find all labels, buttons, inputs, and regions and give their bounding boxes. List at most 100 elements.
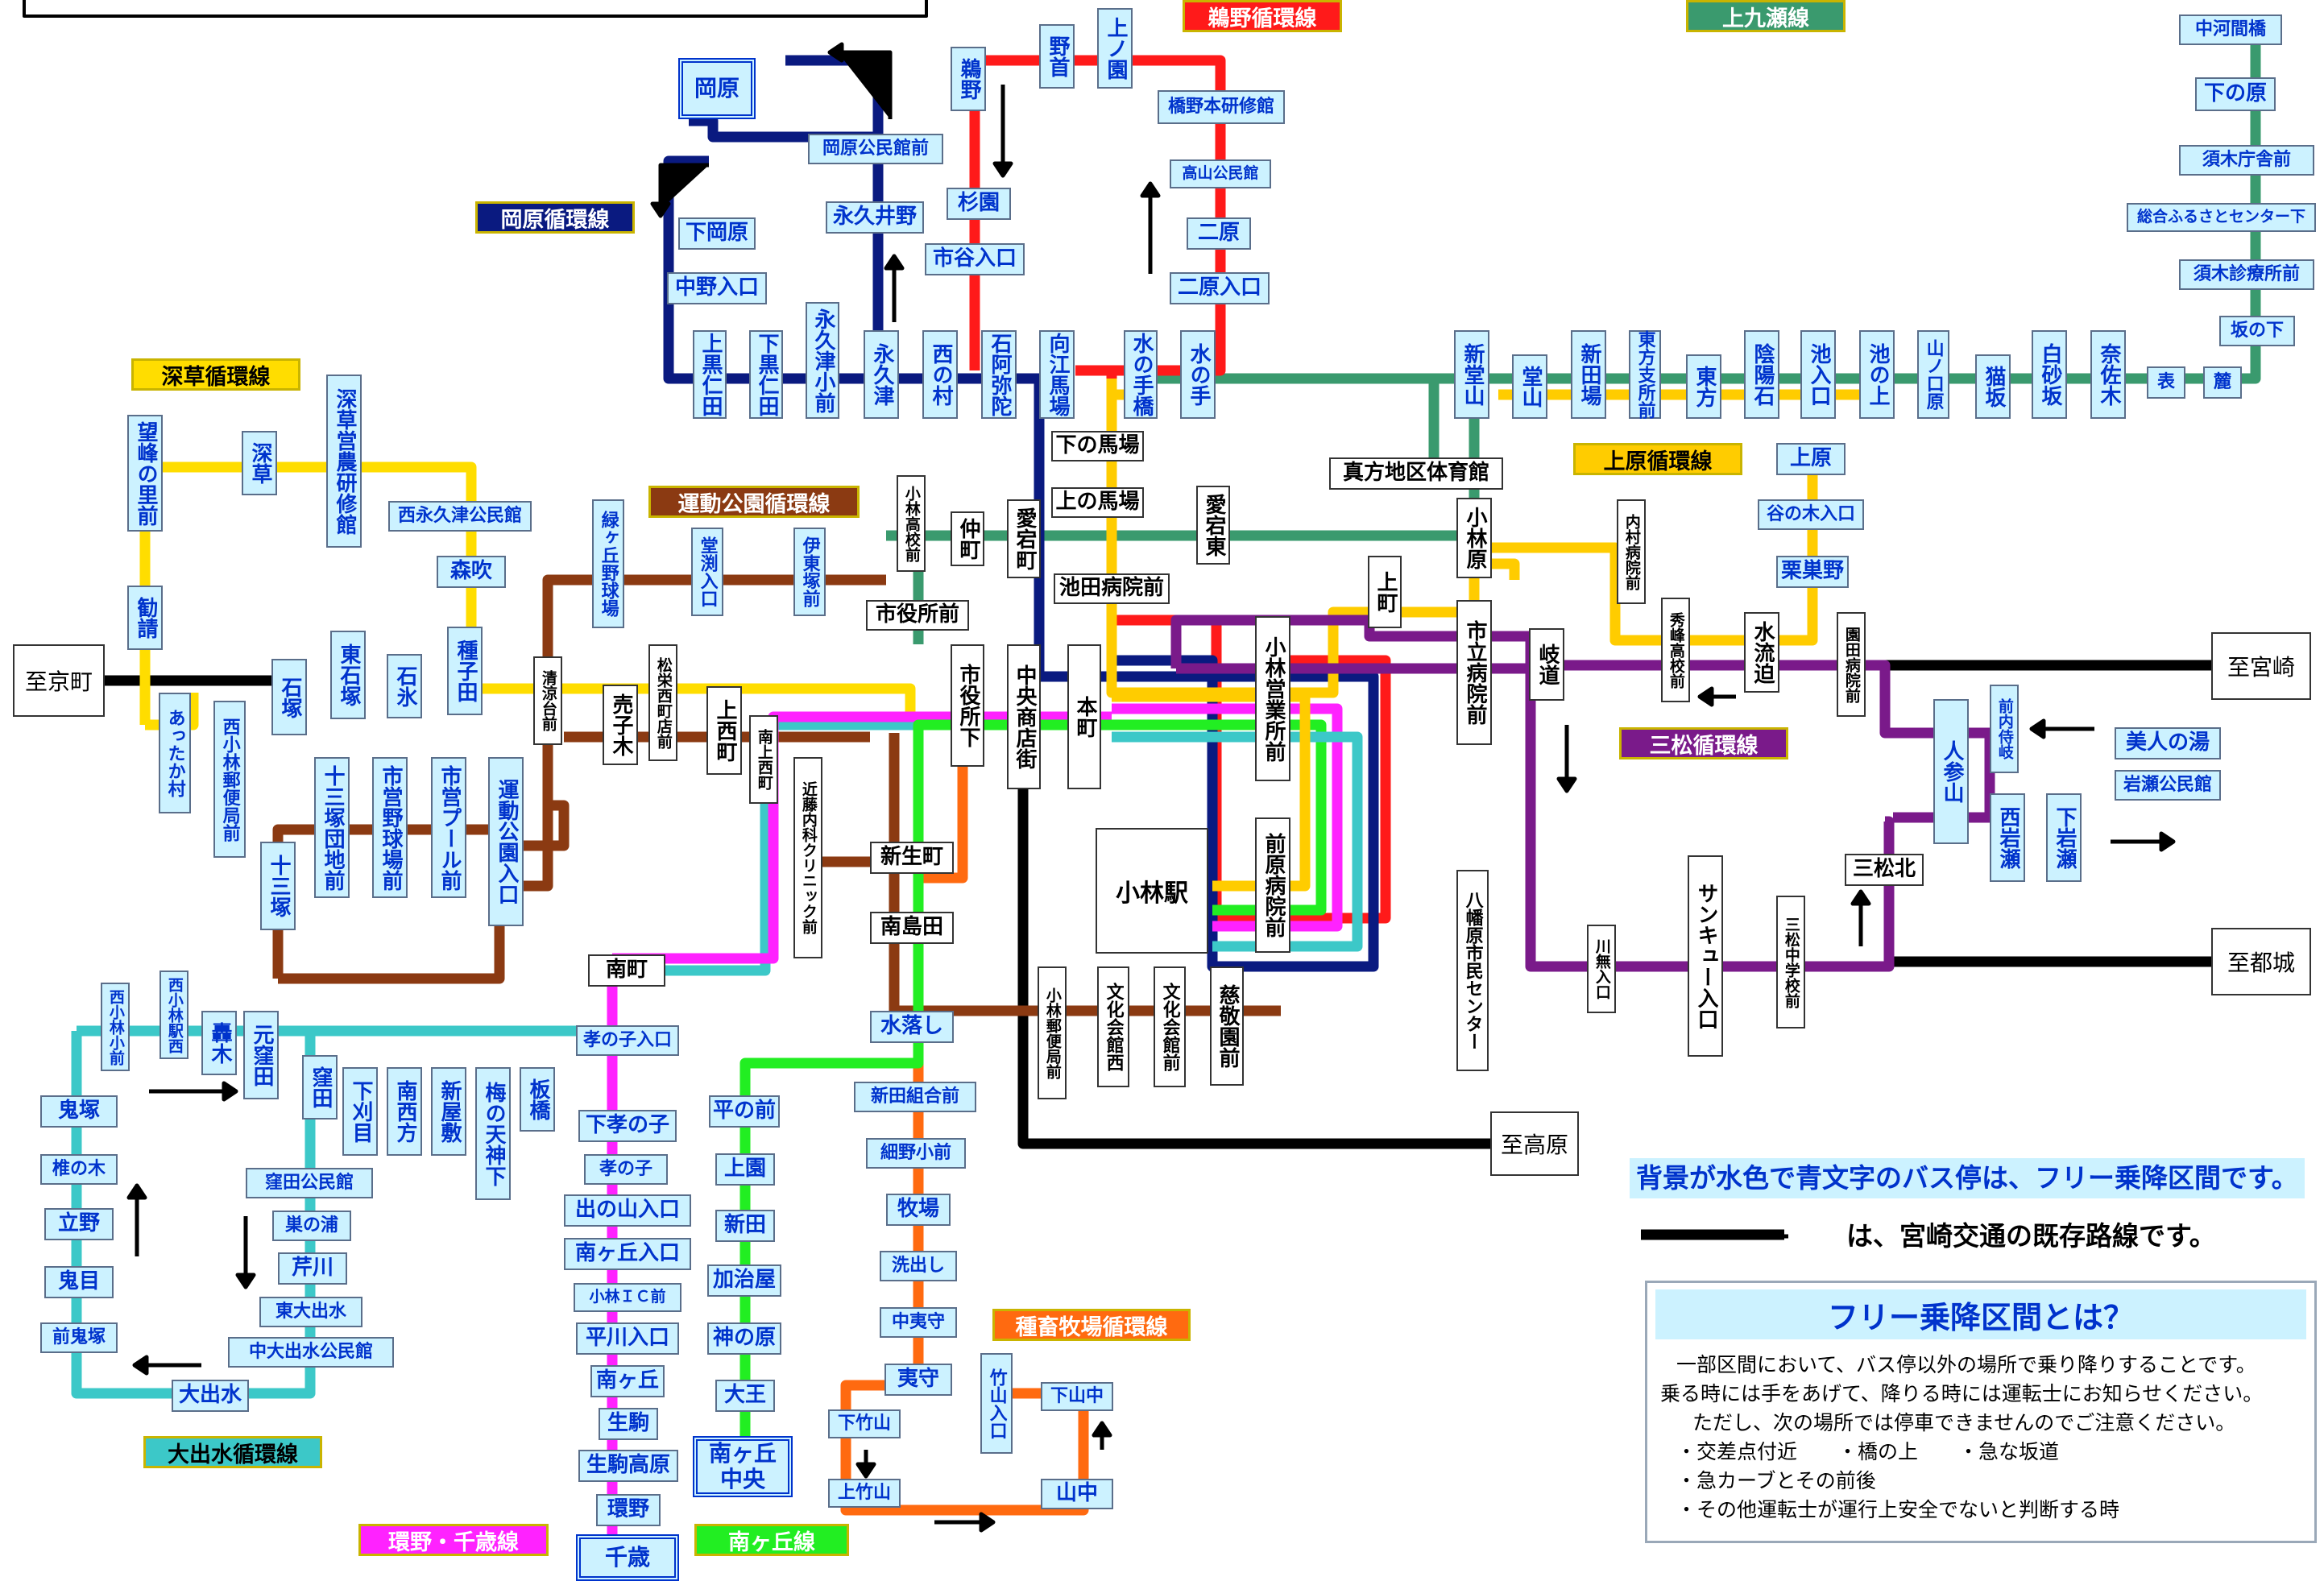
stop-shimokarime: 下刈目 xyxy=(342,1067,378,1156)
stop-nishinomura: 西の村 xyxy=(922,330,958,419)
stop-ichiya-iriguchi: 市谷入口 xyxy=(925,243,1025,275)
stop-omote: 表 xyxy=(2147,366,2185,399)
stop-kunoki: 椎の木 xyxy=(40,1154,118,1185)
stop-minamigaoka-iriguchi: 南ヶ丘入口 xyxy=(564,1238,691,1270)
stop-umenotenjinshita: 梅の天神下 xyxy=(475,1067,511,1200)
stop-unno: 鵜野 xyxy=(951,47,986,111)
stop-nishikobayashi-ekinishi: 西小林駅西 xyxy=(159,971,188,1059)
stop-shiritsu-byoin: 市立病院前 xyxy=(1456,600,1492,745)
stop-higashi-oodemizu: 東大出水 xyxy=(259,1297,362,1327)
stop-naka-oodemizu-kominkan: 中大出水公民館 xyxy=(228,1337,394,1368)
stop-motokubota: 元窪田 xyxy=(243,1011,279,1099)
stop-hitosanyama: 人参山 xyxy=(1933,699,1969,844)
stop-shiyakusho-mae: 市役所前 xyxy=(866,600,969,631)
stop-nagakuino: 永久井野 xyxy=(826,201,924,234)
stop-uchida-byoin: 内村病院前 xyxy=(1617,499,1646,604)
stop-uehara: 上原 xyxy=(1776,443,1846,475)
stop-minaminishikata: 南西方 xyxy=(387,1067,422,1156)
stop-yamanokuchibaru: 山ノ口原 xyxy=(1917,330,1949,419)
stop-nihara-iriguchi: 二原入口 xyxy=(1170,272,1270,304)
stop-tamano: 環野 xyxy=(596,1494,661,1526)
stop-oodemizu: 大出水 xyxy=(172,1380,249,1412)
stop-ishiamidaa: 石阿弥陀 xyxy=(981,330,1017,419)
stop-kaminoso: 上ノ園 xyxy=(1097,8,1133,89)
stop-kobayashihara: 小林原 xyxy=(1456,498,1492,578)
stop-shinden-kumiai: 新田組合前 xyxy=(854,1082,976,1112)
stop-attakamura: あったか村 xyxy=(159,693,191,813)
stop-mimatsu-chugakko: 三松中学校前 xyxy=(1776,896,1805,1028)
stop-shinyashiki: 新屋敷 xyxy=(431,1067,466,1156)
stop-nakagomabashi: 中河間橋 xyxy=(2179,14,2282,45)
stop-minamigaoka-chuo: 南ヶ丘中央 xyxy=(693,1436,793,1497)
stop-oou: 大王 xyxy=(715,1380,775,1412)
stop-onizuka: 鬼塚 xyxy=(40,1095,118,1128)
stop-araidashi: 洗出し xyxy=(880,1251,957,1281)
stop-kanjo: 勧請 xyxy=(127,586,163,650)
stop-kaminishimachi: 上西町 xyxy=(706,686,742,775)
dest-kyomachi: 至京町 xyxy=(13,644,105,717)
stop-minamikaminishimachi: 南上西町 xyxy=(749,715,778,804)
stop-chuo-shotengai: 中央商店街 xyxy=(1007,644,1041,789)
stop-matsue-nishimachi: 松栄西町店前 xyxy=(648,644,677,761)
route-label-shukuchiku: 種畜牧場循環線 xyxy=(992,1309,1191,1341)
stop-midorigaoka-yakyujo: 緑ヶ丘野球場 xyxy=(592,499,624,628)
route-label-mimatsu: 三松循環線 xyxy=(1619,727,1788,759)
stop-higashi-ishizuka: 東石塚 xyxy=(330,631,366,719)
stop-nasagi: 奈佐木 xyxy=(2090,330,2126,419)
route-label-minamigaoka: 南ヶ丘線 xyxy=(694,1524,849,1556)
stop-hosono-shomae: 細野小前 xyxy=(866,1138,966,1169)
stop-shinden: 新田 xyxy=(715,1210,775,1242)
stop-nishiiwase: 西岩瀬 xyxy=(1990,793,2025,882)
dest-miyakonojo: 至都城 xyxy=(2211,928,2311,995)
kobayashi-station: 小林駅 xyxy=(1096,828,1208,954)
stop-shintaba: 新田場 xyxy=(1571,330,1606,419)
jouhara-loop xyxy=(1106,379,1877,698)
route-label-jouhara: 上原循環線 xyxy=(1573,443,1742,475)
route-label-fukakusa: 深草循環線 xyxy=(131,358,300,391)
stop-konoko: 孝の子 xyxy=(584,1154,668,1185)
stop-kubota-kominkan: 窪田公民館 xyxy=(246,1168,373,1198)
stop-bijin-no-yu: 美人の湯 xyxy=(2115,727,2221,759)
stop-higashikata: 東方 xyxy=(1686,354,1721,419)
stop-kaminobaba: 上の馬場 xyxy=(1051,487,1144,518)
stop-maehara-byoin: 前原病院前 xyxy=(1255,817,1290,953)
route-label-tamano: 環野・千歳線 xyxy=(358,1524,549,1556)
stop-kamimachi: 上町 xyxy=(1368,556,1402,628)
stop-higashikata-shisho: 東方支所前 xyxy=(1629,330,1661,419)
stop-taninoki-iriguchi: 谷の木入口 xyxy=(1758,499,1864,530)
stop-mukaebaba: 向江馬場 xyxy=(1039,330,1075,419)
stop-kami-kuroniita: 上黒仁田 xyxy=(693,330,727,419)
miyako-line-takaharu xyxy=(1017,709,1490,1149)
stop-idenoyama-iriguchi: 出の山入口 xyxy=(564,1194,691,1227)
stop-gido: 岐道 xyxy=(1529,628,1564,701)
stop-ikenoue: 池の上 xyxy=(1859,330,1895,419)
stop-nishikobayashi-yubinkyoku: 西小林郵便局前 xyxy=(213,701,246,858)
miyako-line-note: は、宮崎交通の既存路線です。 xyxy=(1846,1220,2216,1252)
stop-kamitakeyama: 上竹山 xyxy=(828,1479,901,1508)
stop-morifuki: 森吹 xyxy=(437,556,506,588)
stop-ikoma-kogen: 生駒高原 xyxy=(578,1450,678,1482)
free-zone-note: 背景が水色で青文字のバス停は、フリー乗降区間です。 xyxy=(1630,1158,2305,1198)
stop-yamanaka: 山中 xyxy=(1041,1479,1113,1509)
dest-miyazaki: 至宮崎 xyxy=(2211,632,2311,700)
stop-kobayashi-yubinkyoku: 小林郵便局前 xyxy=(1038,966,1067,1099)
stop-shirasuzaka: 白砂坂 xyxy=(2032,330,2067,419)
stop-shimo-kuroniita: 下黒仁田 xyxy=(749,330,783,419)
stop-eigyosho: 小林営業所前 xyxy=(1255,616,1290,781)
kamono-loop xyxy=(969,55,1391,924)
stop-ike-iriguchi: 池入口 xyxy=(1800,330,1836,419)
stop-mizunote: 水の手 xyxy=(1180,330,1216,419)
stop-ishihi: 石氷 xyxy=(387,654,422,718)
stop-shimo-okahara: 下岡原 xyxy=(678,217,756,250)
stop-suki-chosha: 須木庁舎前 xyxy=(2179,145,2314,176)
stop-doyama: 堂山 xyxy=(1512,354,1547,419)
stop-tateno: 立野 xyxy=(44,1208,114,1240)
stop-kurusuno: 栗巣野 xyxy=(1776,556,1849,588)
explanation-line: ・その他運転士が運行上安全でないと判断する時 xyxy=(1676,1498,2120,1521)
stop-mizuochi: 水落し xyxy=(870,1011,954,1043)
stop-ebimori: 夷守 xyxy=(884,1364,952,1396)
stop-shimoiwase: 下岩瀬 xyxy=(2046,793,2082,882)
route-label-kamono: 鵜野循環線 xyxy=(1183,0,1342,32)
stop-sunoura: 巣の浦 xyxy=(272,1211,351,1241)
stop-nihara: 二原 xyxy=(1187,217,1251,250)
